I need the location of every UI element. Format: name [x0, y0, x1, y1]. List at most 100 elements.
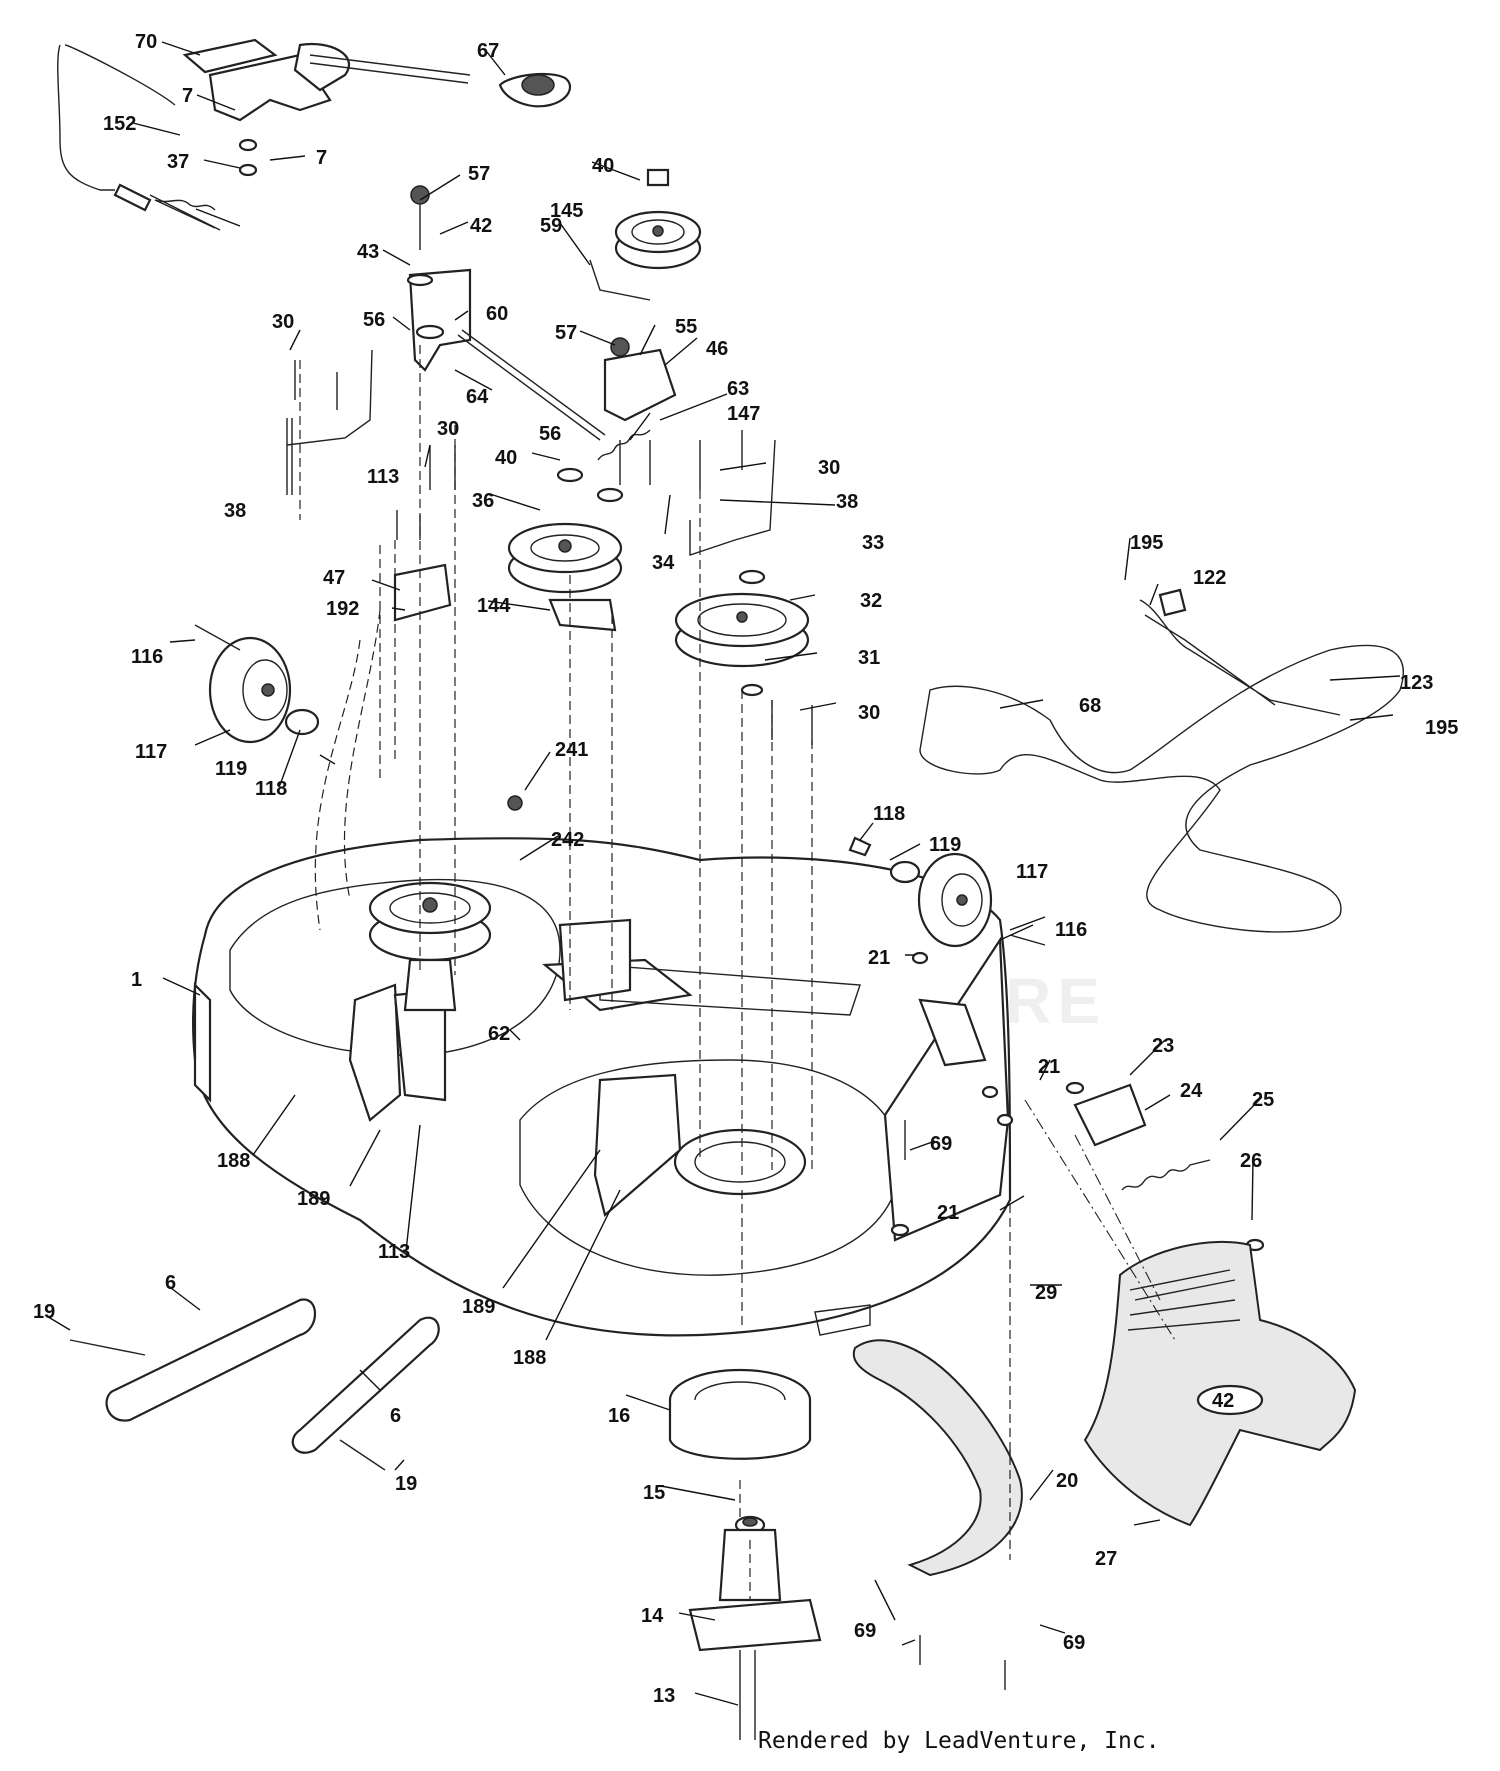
idler-arm-brackets	[393, 259, 677, 632]
handle-grip	[498, 72, 572, 108]
mower-deck	[191, 837, 1012, 1337]
callout-26: 26	[1240, 1150, 1262, 1172]
callout-6: 6	[165, 1272, 176, 1294]
callout-119: 119	[215, 758, 247, 780]
callout-59: 59	[540, 215, 562, 237]
callout-21: 21	[937, 1202, 959, 1224]
callout-33: 33	[862, 532, 884, 554]
callout-63: 63	[727, 378, 749, 400]
callout-56: 56	[539, 423, 561, 445]
discharge-chute: 42	[1083, 1240, 1357, 1527]
callout-31: 31	[858, 647, 880, 669]
callout-64: 64	[466, 386, 489, 408]
callout-189: 189	[297, 1188, 330, 1210]
callout-242: 242	[551, 829, 584, 851]
washers-nuts	[238, 138, 1265, 1252]
callout-1: 1	[131, 969, 142, 991]
bracket-20	[852, 1339, 1023, 1577]
callout-7: 7	[182, 85, 193, 107]
callout-19: 19	[33, 1301, 55, 1323]
callout-188: 188	[513, 1347, 546, 1369]
callout-119: 119	[929, 834, 961, 856]
callout-21: 21	[868, 947, 890, 969]
callout-47: 47	[323, 567, 345, 589]
callout-60: 60	[486, 303, 508, 325]
callout-192: 192	[326, 598, 359, 620]
deck-pulley	[368, 881, 492, 1012]
callout-241: 241	[555, 739, 588, 761]
gauge-wheels	[194, 624, 1046, 948]
callout-21: 21	[1038, 1056, 1060, 1078]
spindle-housing-14	[688, 1528, 822, 1740]
idler-pulley-36	[507, 522, 623, 594]
callout-195: 195	[1425, 717, 1458, 739]
callout-16: 16	[608, 1405, 630, 1427]
callout-189: 189	[462, 1296, 495, 1318]
belt-guide-bracket	[1139, 588, 1341, 716]
callout-38: 38	[224, 500, 246, 522]
springs	[597, 429, 1211, 1191]
callout-7: 7	[316, 147, 327, 169]
callout-57: 57	[555, 322, 577, 344]
callout-6: 6	[390, 1405, 401, 1427]
callout-145: 145	[550, 200, 583, 222]
spindle-pulley-32	[674, 592, 810, 668]
callout-188: 188	[217, 1150, 250, 1172]
callout-42: 42	[470, 215, 492, 237]
callout-34: 34	[652, 552, 675, 574]
callout-69: 69	[1063, 1632, 1085, 1654]
callout-144: 144	[477, 595, 511, 617]
callout-69: 69	[854, 1620, 876, 1642]
callout-62: 62	[488, 1023, 510, 1045]
callout-29: 29	[1035, 1282, 1057, 1304]
alignment-lines	[299, 345, 1176, 1600]
callout-30: 30	[272, 311, 294, 333]
callout-118: 118	[873, 803, 905, 825]
callout-46: 46	[706, 338, 728, 360]
callout-14: 14	[641, 1605, 664, 1627]
callout-70: 70	[135, 31, 157, 53]
drive-belt	[919, 644, 1404, 933]
callout-56: 56	[363, 309, 385, 331]
rods-38	[286, 349, 776, 556]
render-credit: Rendered by LeadVenture, Inc.	[758, 1728, 1160, 1754]
deck-decal-42: 42	[1212, 1390, 1234, 1412]
callout-30: 30	[437, 418, 459, 440]
callout-113: 113	[367, 466, 399, 488]
callout-25: 25	[1252, 1089, 1274, 1111]
callout-113: 113	[378, 1241, 410, 1263]
callout-116: 116	[131, 646, 163, 668]
spindle-cover-16	[668, 1368, 812, 1460]
callout-57: 57	[468, 163, 490, 185]
callout-38: 38	[836, 491, 858, 513]
callout-13: 13	[653, 1685, 675, 1707]
leader-lines	[44, 41, 1401, 1706]
control-bracket-assembly	[57, 38, 471, 231]
callout-37: 37	[167, 151, 189, 173]
callout-24: 24	[1180, 1080, 1203, 1102]
callout-20: 20	[1056, 1470, 1078, 1492]
callout-67: 67	[477, 40, 499, 62]
callout-43: 43	[357, 241, 379, 263]
callout-40: 40	[592, 155, 614, 177]
callout-117: 117	[1016, 861, 1048, 883]
callout-40: 40	[495, 447, 517, 469]
callout-69: 69	[930, 1133, 952, 1155]
idler-pulley-145	[614, 168, 702, 270]
callout-152: 152	[103, 113, 136, 135]
callout-27: 27	[1095, 1548, 1117, 1570]
callout-30: 30	[858, 702, 880, 724]
callout-68: 68	[1079, 695, 1101, 717]
callout-147: 147	[727, 403, 760, 425]
callout-36: 36	[472, 490, 494, 512]
bracket-23	[1073, 1083, 1147, 1147]
callout-118: 118	[255, 778, 287, 800]
callout-195: 195	[1130, 532, 1163, 554]
callout-117: 117	[135, 741, 167, 763]
callout-30: 30	[818, 457, 840, 479]
callout-19: 19	[395, 1473, 417, 1495]
callout-labels: 70 67 7 152 37 7 57 40 145 42 59 43 30 5…	[33, 31, 1458, 1707]
callout-55: 55	[675, 316, 697, 338]
arms-6	[69, 1298, 440, 1471]
